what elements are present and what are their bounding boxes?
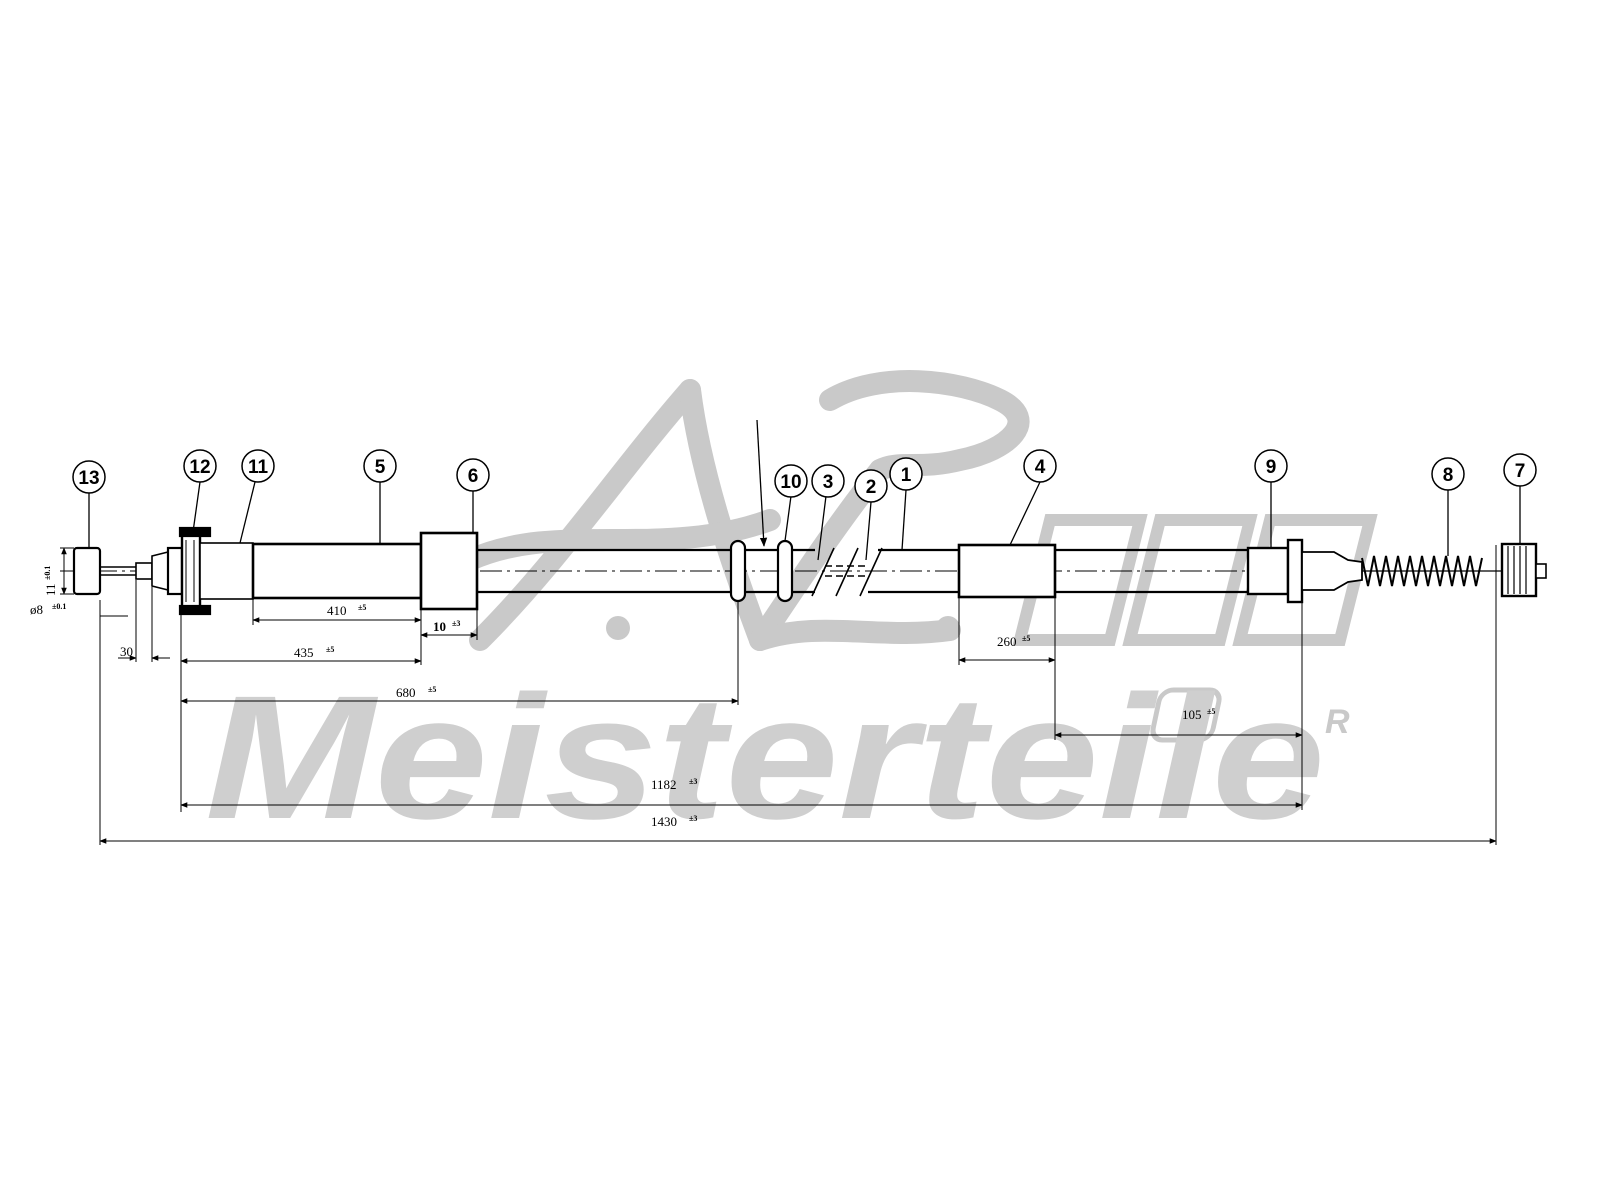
svg-text:680: 680: [396, 685, 416, 700]
break-mark: [835, 547, 859, 597]
svg-text:1430: 1430: [651, 814, 677, 829]
callout-4: 4: [1023, 449, 1057, 483]
break-mark: [859, 547, 883, 597]
svg-text:±0.1: ±0.1: [43, 566, 52, 580]
dimension-lines: [60, 545, 1497, 845]
protective-sleeve: [957, 543, 1057, 599]
retaining-clip-top: [178, 526, 212, 538]
callout-12: 12: [183, 449, 217, 483]
dim-260: 260 ±5: [997, 634, 1030, 649]
svg-text:±3: ±3: [689, 777, 697, 786]
dim-1430: 1430 ±3: [651, 814, 697, 829]
end-nipple: [72, 546, 102, 596]
wire-tip: [1535, 563, 1547, 579]
svg-text:±0.1: ±0.1: [52, 602, 66, 611]
watermark-registered-letter: R: [1325, 703, 1350, 741]
dim-435: 435 ±5: [294, 645, 334, 660]
grommet: [419, 531, 479, 611]
wire-sleeve: [135, 562, 153, 580]
svg-text:10: 10: [433, 619, 446, 634]
svg-text:±5: ±5: [326, 645, 334, 654]
svg-text:105: 105: [1182, 707, 1202, 722]
callout-11: 11: [241, 449, 275, 483]
break-mark: [811, 547, 835, 597]
svg-text:12: 12: [189, 457, 210, 478]
ferrule-taper: [1301, 551, 1363, 591]
callout-2: 2: [854, 469, 888, 503]
callout-7: 7: [1503, 453, 1537, 487]
svg-text:2: 2: [866, 477, 877, 498]
svg-text:30: 30: [120, 644, 133, 659]
retaining-clip-bottom: [178, 604, 212, 616]
return-spring: [1361, 555, 1483, 587]
callout-3: 3: [811, 464, 845, 498]
cable-assembly: [72, 526, 1547, 616]
outer-sleeve: [251, 542, 423, 600]
dim-diameter-8: ø8 ±0.1: [30, 602, 66, 617]
dim-680: 680 ±5: [396, 685, 436, 700]
svg-text:8: 8: [1443, 465, 1454, 486]
dim-10: 10 ±3: [433, 619, 460, 634]
dim-410: 410 ±5: [327, 603, 366, 618]
watermark-registered-mark: [1150, 687, 1222, 743]
svg-text:4: 4: [1035, 457, 1046, 478]
callout-1: 1: [889, 457, 923, 491]
ferrule-flange: [1286, 538, 1304, 604]
svg-text:6: 6: [468, 466, 479, 487]
svg-text:260: 260: [997, 634, 1017, 649]
callout-6: 6: [456, 458, 490, 492]
svg-text:±5: ±5: [428, 685, 436, 694]
watermark-block-logo: [1012, 514, 1378, 646]
watermark-monogram: [459, 370, 1030, 651]
svg-text:1182: 1182: [651, 777, 677, 792]
callout-5: 5: [363, 449, 397, 483]
callout-9: 9: [1254, 449, 1288, 483]
bush: [199, 542, 254, 600]
watermark-dot: [936, 616, 960, 640]
end-fitting-body: [166, 546, 184, 596]
callout-10: 10: [774, 464, 808, 498]
svg-text:11: 11: [248, 457, 269, 478]
dim-height-11: 11 ±0.1: [43, 566, 58, 596]
svg-text:410: 410: [327, 603, 347, 618]
threaded-end: [1500, 542, 1538, 598]
svg-text:3: 3: [823, 472, 834, 493]
dim-30: 30: [120, 644, 133, 659]
svg-text:1: 1: [901, 465, 912, 486]
svg-text:435: 435: [294, 645, 314, 660]
watermark-brand: Meisterteile: [205, 660, 1325, 856]
callout-leaders: [88, 419, 1521, 561]
svg-text:ø8: ø8: [30, 602, 43, 617]
dim-1182: 1182 ±3: [651, 777, 697, 792]
end-fitting: [151, 550, 169, 592]
svg-text:13: 13: [78, 468, 99, 489]
dim-105: 105 ±5: [1182, 707, 1215, 722]
svg-text:±3: ±3: [452, 619, 460, 628]
callout-13: 13: [72, 460, 106, 494]
watermark-dot: [606, 616, 630, 640]
svg-text:10: 10: [780, 472, 801, 493]
svg-text:11: 11: [43, 583, 58, 596]
svg-text:±5: ±5: [358, 603, 366, 612]
end-ferrule: [1246, 546, 1290, 596]
svg-text:±3: ±3: [689, 814, 697, 823]
ring: [729, 539, 747, 603]
svg-text:9: 9: [1266, 457, 1277, 478]
callout-8: 8: [1431, 457, 1465, 491]
ring: [776, 539, 794, 603]
watermark: [459, 370, 1378, 743]
retaining-clip: [180, 530, 202, 612]
svg-text:7: 7: [1515, 461, 1526, 482]
svg-text:±5: ±5: [1207, 707, 1215, 716]
svg-text:5: 5: [375, 457, 386, 478]
svg-text:±5: ±5: [1022, 634, 1030, 643]
